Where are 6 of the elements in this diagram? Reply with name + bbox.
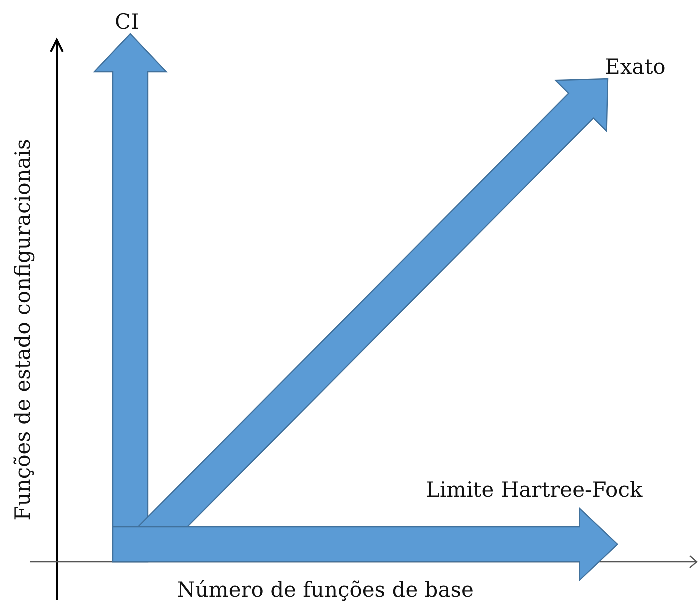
x-axis-title: Número de funções de base: [177, 578, 474, 602]
endpoint-label: CI: [115, 10, 140, 34]
endpoint-label: Limite Hartree-Fock: [426, 478, 643, 502]
block-arrow: [112, 507, 619, 582]
y-axis-title: Funções de estado configuracionais: [10, 139, 35, 521]
endpoint-label: Exato: [605, 55, 666, 79]
